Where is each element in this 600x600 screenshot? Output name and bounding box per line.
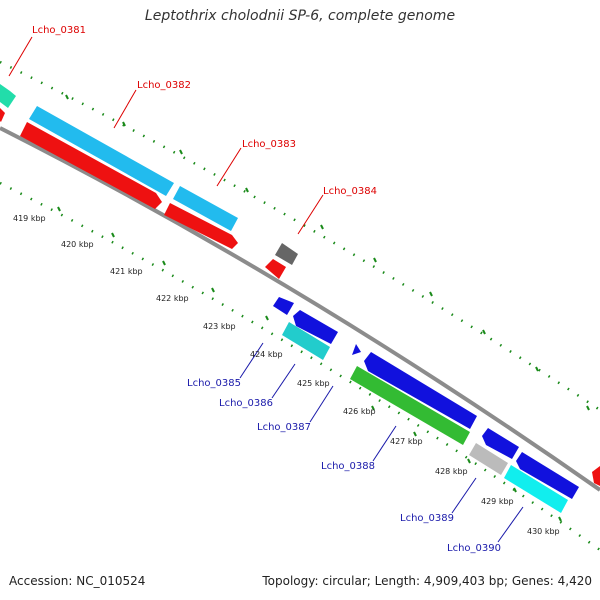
inner-tick (57, 206, 61, 212)
kbp-label: 421 kbp (110, 267, 143, 276)
kbp-label: 424 kbp (250, 350, 283, 359)
callout-line-lcho-0383 (216, 147, 242, 187)
feature-right-edge-red (592, 466, 600, 486)
feature-lcho-0388-green (350, 366, 470, 445)
feature-lcho-0380-red (0, 108, 5, 122)
outer-dotted-ring (0, 60, 600, 412)
outer-tick (535, 366, 539, 372)
gene-label-lcho-0382[interactable]: Lcho_0382 (137, 80, 191, 91)
callout-line-lcho-0382 (113, 89, 137, 129)
callout-line-lcho-0389 (451, 477, 477, 514)
inner-tick (162, 260, 166, 266)
gene-label-lcho-0386[interactable]: Lcho_0386 (219, 398, 273, 409)
outer-major-ticks (65, 94, 590, 411)
inner-major-ticks (57, 206, 562, 522)
inner-tick (513, 487, 517, 493)
kbp-label: 422 kbp (156, 294, 189, 303)
callout-line-lcho-0386 (271, 363, 296, 399)
kbp-label: 430 kbp (527, 527, 560, 536)
kbp-label: 429 kbp (481, 497, 514, 506)
feature-lcho-0380-mint (0, 84, 16, 108)
kbp-label: 420 kbp (61, 240, 94, 249)
gene-label-lcho-0389[interactable]: Lcho_0389 (400, 513, 454, 524)
inner-tick (371, 405, 375, 411)
feature-lcho-0384-darkgray (275, 243, 298, 265)
gene-label-lcho-0381[interactable]: Lcho_0381 (32, 25, 86, 36)
feature-lcho-0386-blue (293, 310, 338, 344)
feature-lcho-0390-cyan (504, 465, 568, 513)
outer-tick (320, 224, 324, 230)
gene-label-lcho-0390[interactable]: Lcho_0390 (447, 543, 501, 554)
feature-lcho-0388-blue (364, 352, 477, 429)
kbp-label: 423 kbp (203, 322, 236, 331)
kbp-label: 426 kbp (343, 407, 376, 416)
feature-lcho-0390-blue (516, 452, 579, 499)
inner-dotted-ring (0, 181, 600, 552)
gene-label-lcho-0384[interactable]: Lcho_0384 (323, 186, 377, 197)
lower-callout-lines (239, 342, 524, 543)
inner-tick (558, 516, 562, 522)
outer-tick (586, 405, 590, 411)
lower-gene-labels: Lcho_0385 Lcho_0386 Lcho_0387 Lcho_0388 … (187, 378, 501, 554)
kbp-label: 419 kbp (13, 214, 46, 223)
kbp-label: 425 kbp (297, 379, 330, 388)
feature-lcho-0383-skyblue (173, 186, 238, 231)
callout-line-lcho-0381 (8, 36, 33, 77)
kbp-label: 427 kbp (390, 437, 423, 446)
feature-lcho-0386-teal (282, 322, 330, 360)
outer-tick (429, 291, 433, 297)
callout-line-lcho-0387 (309, 385, 334, 423)
outer-tick (482, 329, 486, 335)
upper-gene-labels: Lcho_0381 Lcho_0382 Lcho_0383 Lcho_0384 (32, 25, 377, 197)
gene-label-lcho-0383[interactable]: Lcho_0383 (242, 139, 296, 150)
outer-tick (179, 149, 183, 155)
upper-callout-lines (8, 36, 324, 235)
genome-backbone (0, 126, 600, 492)
outer-tick (245, 187, 249, 193)
page-title: Leptothrix cholodnii SP-6, complete geno… (144, 8, 456, 24)
kbp-label: 428 kbp (435, 467, 468, 476)
feature-lcho-0384-red (265, 259, 286, 279)
feature-lcho-0383-red (164, 203, 238, 249)
inner-tick (211, 287, 215, 293)
gene-label-lcho-0388[interactable]: Lcho_0388 (321, 461, 375, 472)
inner-tick (111, 232, 115, 238)
kbp-labels: 419 kbp 420 kbp 421 kbp 422 kbp 423 kbp … (13, 214, 560, 536)
gene-label-lcho-0385[interactable]: Lcho_0385 (187, 378, 241, 389)
callout-line-lcho-0384 (297, 194, 324, 235)
feature-lcho-0387-blue (352, 344, 361, 355)
outer-tick (122, 121, 126, 127)
inner-tick (265, 315, 269, 321)
callout-line-lcho-0385 (239, 342, 264, 379)
callout-line-lcho-0390 (497, 506, 524, 543)
feature-lcho-0389-gray (469, 443, 508, 475)
feature-lcho-0385-blue (273, 297, 294, 315)
inner-tick (413, 431, 417, 437)
outer-tick (373, 257, 377, 263)
gene-label-lcho-0387[interactable]: Lcho_0387 (257, 422, 311, 433)
callout-line-lcho-0388 (372, 425, 397, 462)
inner-tick (467, 458, 471, 464)
genome-summary-text: Topology: circular; Length: 4,909,403 bp… (262, 574, 592, 588)
feature-lcho-0382-red (20, 122, 162, 209)
feature-lcho-0389-blue (482, 428, 519, 459)
outer-tick (65, 94, 69, 100)
feature-lcho-0382-skyblue (29, 106, 174, 196)
accession-text: Accession: NC_010524 (9, 574, 146, 588)
